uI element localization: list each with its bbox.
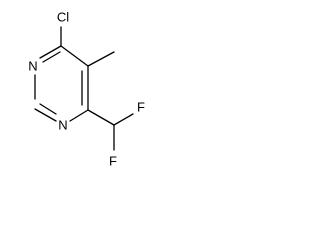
atom-label-chlorine: Cl xyxy=(57,10,69,25)
atom-label-nitrogen-1: N xyxy=(58,118,67,133)
bond-c5-c4 xyxy=(60,45,89,67)
pyrimidine-structure-diagram: Cl N N F F xyxy=(28,10,145,169)
atom-label-nitrogen-3: N xyxy=(28,59,37,74)
bond-c2-n1 xyxy=(34,108,57,122)
bond-c2-n1-double xyxy=(39,103,57,115)
atom-label-fluorine-1: F xyxy=(137,100,145,115)
bond-chf2-f1 xyxy=(113,113,134,126)
bond-c4-n3-double xyxy=(42,51,61,63)
bond-c4-n3 xyxy=(39,45,62,59)
bond-c6-chf2 xyxy=(87,109,115,126)
bond-n1-c6 xyxy=(69,109,89,122)
atom-label-fluorine-2: F xyxy=(109,154,117,169)
bond-c5-methyl xyxy=(87,51,115,67)
